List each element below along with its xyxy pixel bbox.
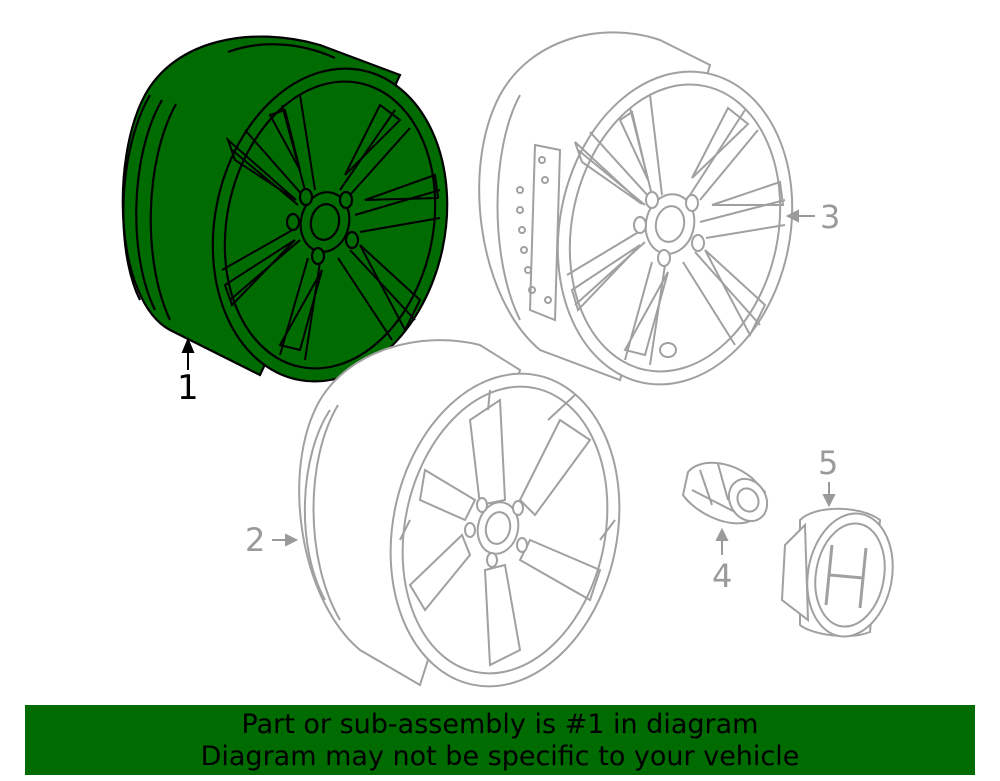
info-banner: Part or sub-assembly is #1 in diagram Di… <box>25 705 975 775</box>
lug-nut-part-4[interactable] <box>681 461 775 528</box>
callout-arrow-2 <box>272 533 299 547</box>
callout-label-5[interactable]: 5 <box>818 444 839 482</box>
parts-diagram <box>121 31 902 700</box>
callout-arrow-3 <box>785 209 815 223</box>
callout-arrow-5 <box>822 482 836 508</box>
wheel-part-2[interactable] <box>298 339 647 700</box>
callout-arrow-4 <box>715 527 729 555</box>
callout-label-1[interactable]: 1 <box>177 368 199 408</box>
wheel-part-1[interactable] <box>121 35 476 404</box>
callout-arrow-1 <box>181 337 195 370</box>
wheel-part-3[interactable] <box>478 31 820 406</box>
banner-line-1: Part or sub-assembly is #1 in diagram <box>241 709 759 740</box>
callout-label-4[interactable]: 4 <box>712 557 733 595</box>
callout-label-3[interactable]: 3 <box>820 198 841 236</box>
banner-line-2: Diagram may not be specific to your vehi… <box>200 741 800 772</box>
center-cap-part-5[interactable] <box>780 507 902 644</box>
callout-label-2[interactable]: 2 <box>245 521 266 559</box>
